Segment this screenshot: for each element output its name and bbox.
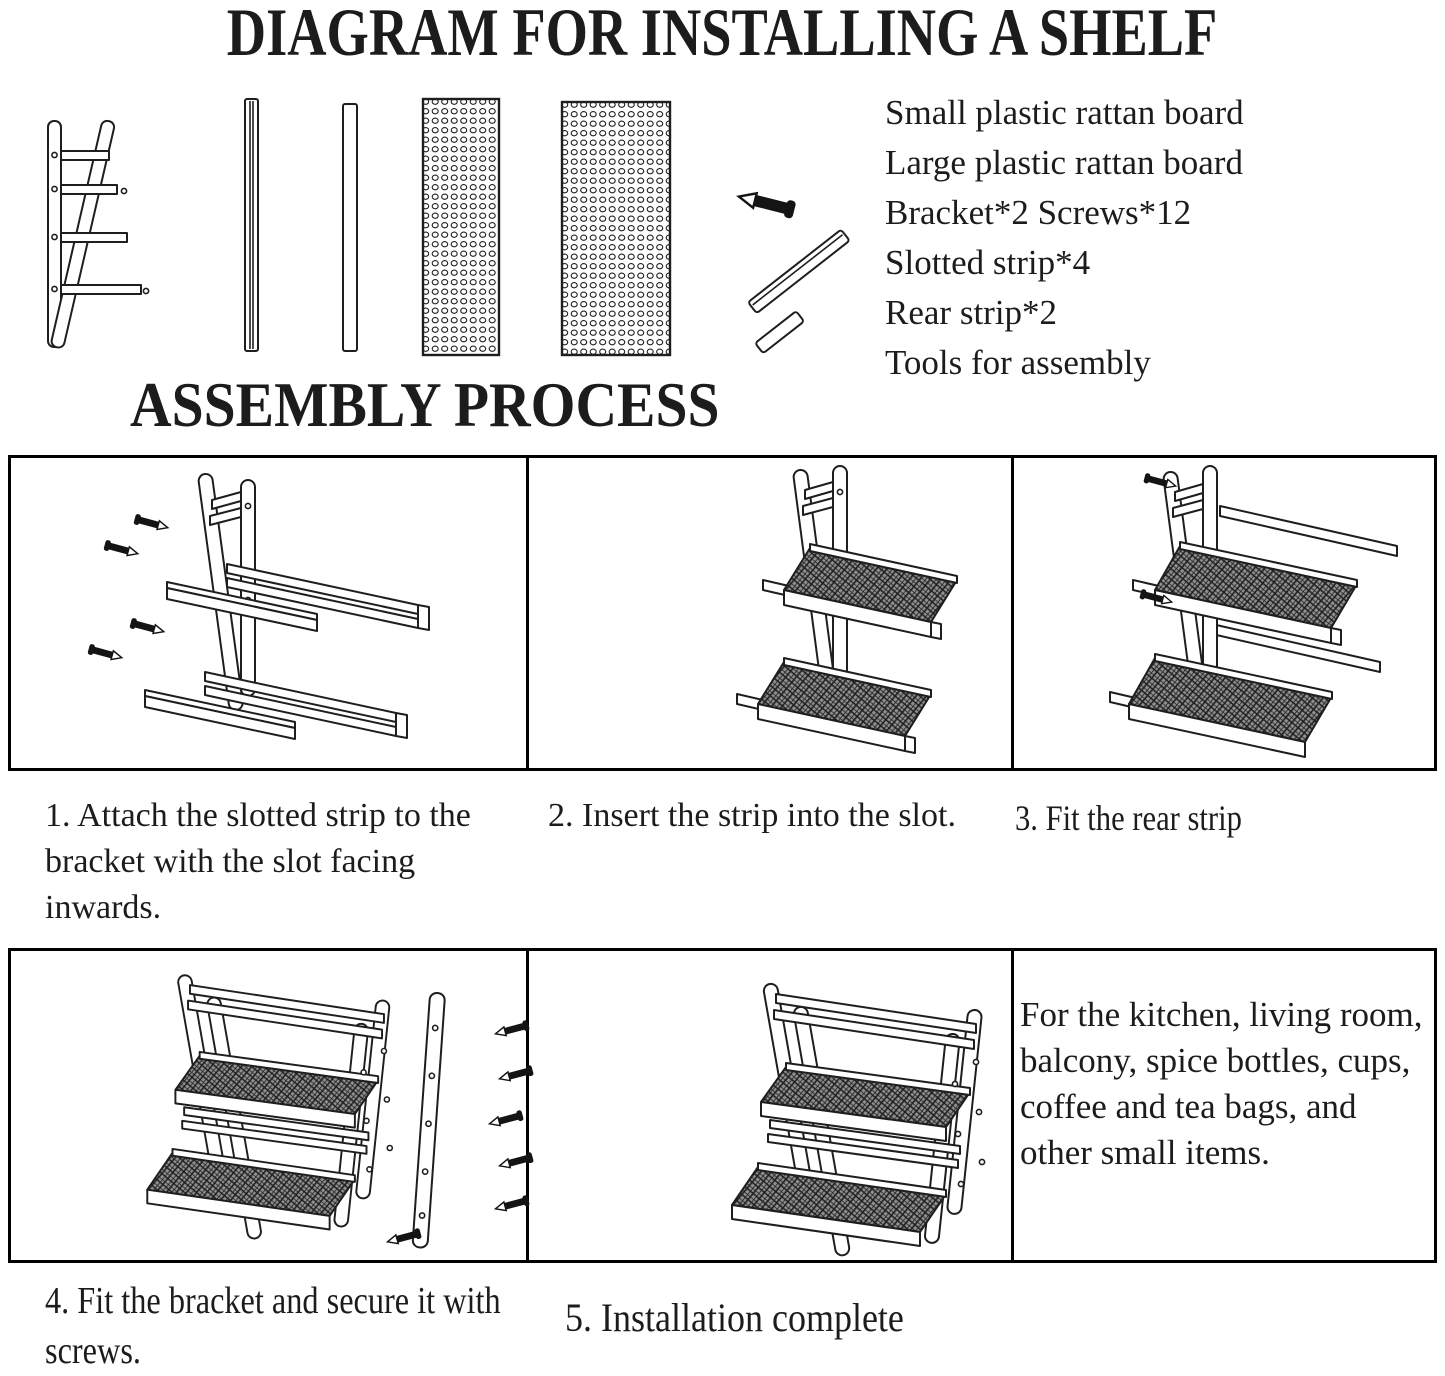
bracket-icon [748,229,850,354]
parts-list-item: Small plastic rattan board [885,93,1244,132]
step-1-illustration [86,472,430,740]
parts-list-item: Bracket*2 Screws*12 [885,193,1192,232]
panel-divider [1011,458,1014,768]
assembly-heading-text: ASSEMBLY PROCESS [130,369,720,440]
step-5-caption: 5. Installation complete [565,1295,904,1340]
step-5-illustration [731,981,986,1258]
step-3-caption: 3. Fit the rear strip [1015,798,1242,838]
page-title-text: DIAGRAM FOR INSTALLING A SHELF [227,0,1218,70]
step-4-illustration [146,973,535,1249]
side-frame-illustration [47,119,150,349]
large-rattan-board-illustration [560,100,672,357]
step-2-caption: 2. Insert the strip into the slot. [548,797,956,834]
rear-strip-illustration [342,103,358,352]
slotted-strip-illustration [244,98,259,352]
small-rattan-board-illustration [421,97,501,357]
parts-list-item: Slotted strip*4 [885,243,1091,282]
parts-list: Small plastic rattan board Large plastic… [885,88,1385,388]
parts-list-item: Tools for assembly [885,343,1151,382]
assembly-heading: ASSEMBLY PROCESS [130,369,785,440]
step-2-illustration [736,465,958,754]
panel-divider [526,458,529,768]
step-3-illustration [1109,465,1398,758]
step-4-caption: 4. Fit the bracket and secure it with sc… [45,1280,501,1372]
panel-divider [1011,951,1014,1260]
panel-divider [526,951,529,1260]
screw-icon [735,186,798,221]
usage-note: For the kitchen, living room, balcony, s… [1020,995,1423,1172]
parts-list-item: Large plastic rattan board [885,143,1243,182]
page-title: DIAGRAM FOR INSTALLING A SHELF [0,0,1445,70]
parts-list-item: Rear strip*2 [885,293,1058,332]
step-1-caption: 1. Attach the slotted strip to the brack… [45,797,471,926]
